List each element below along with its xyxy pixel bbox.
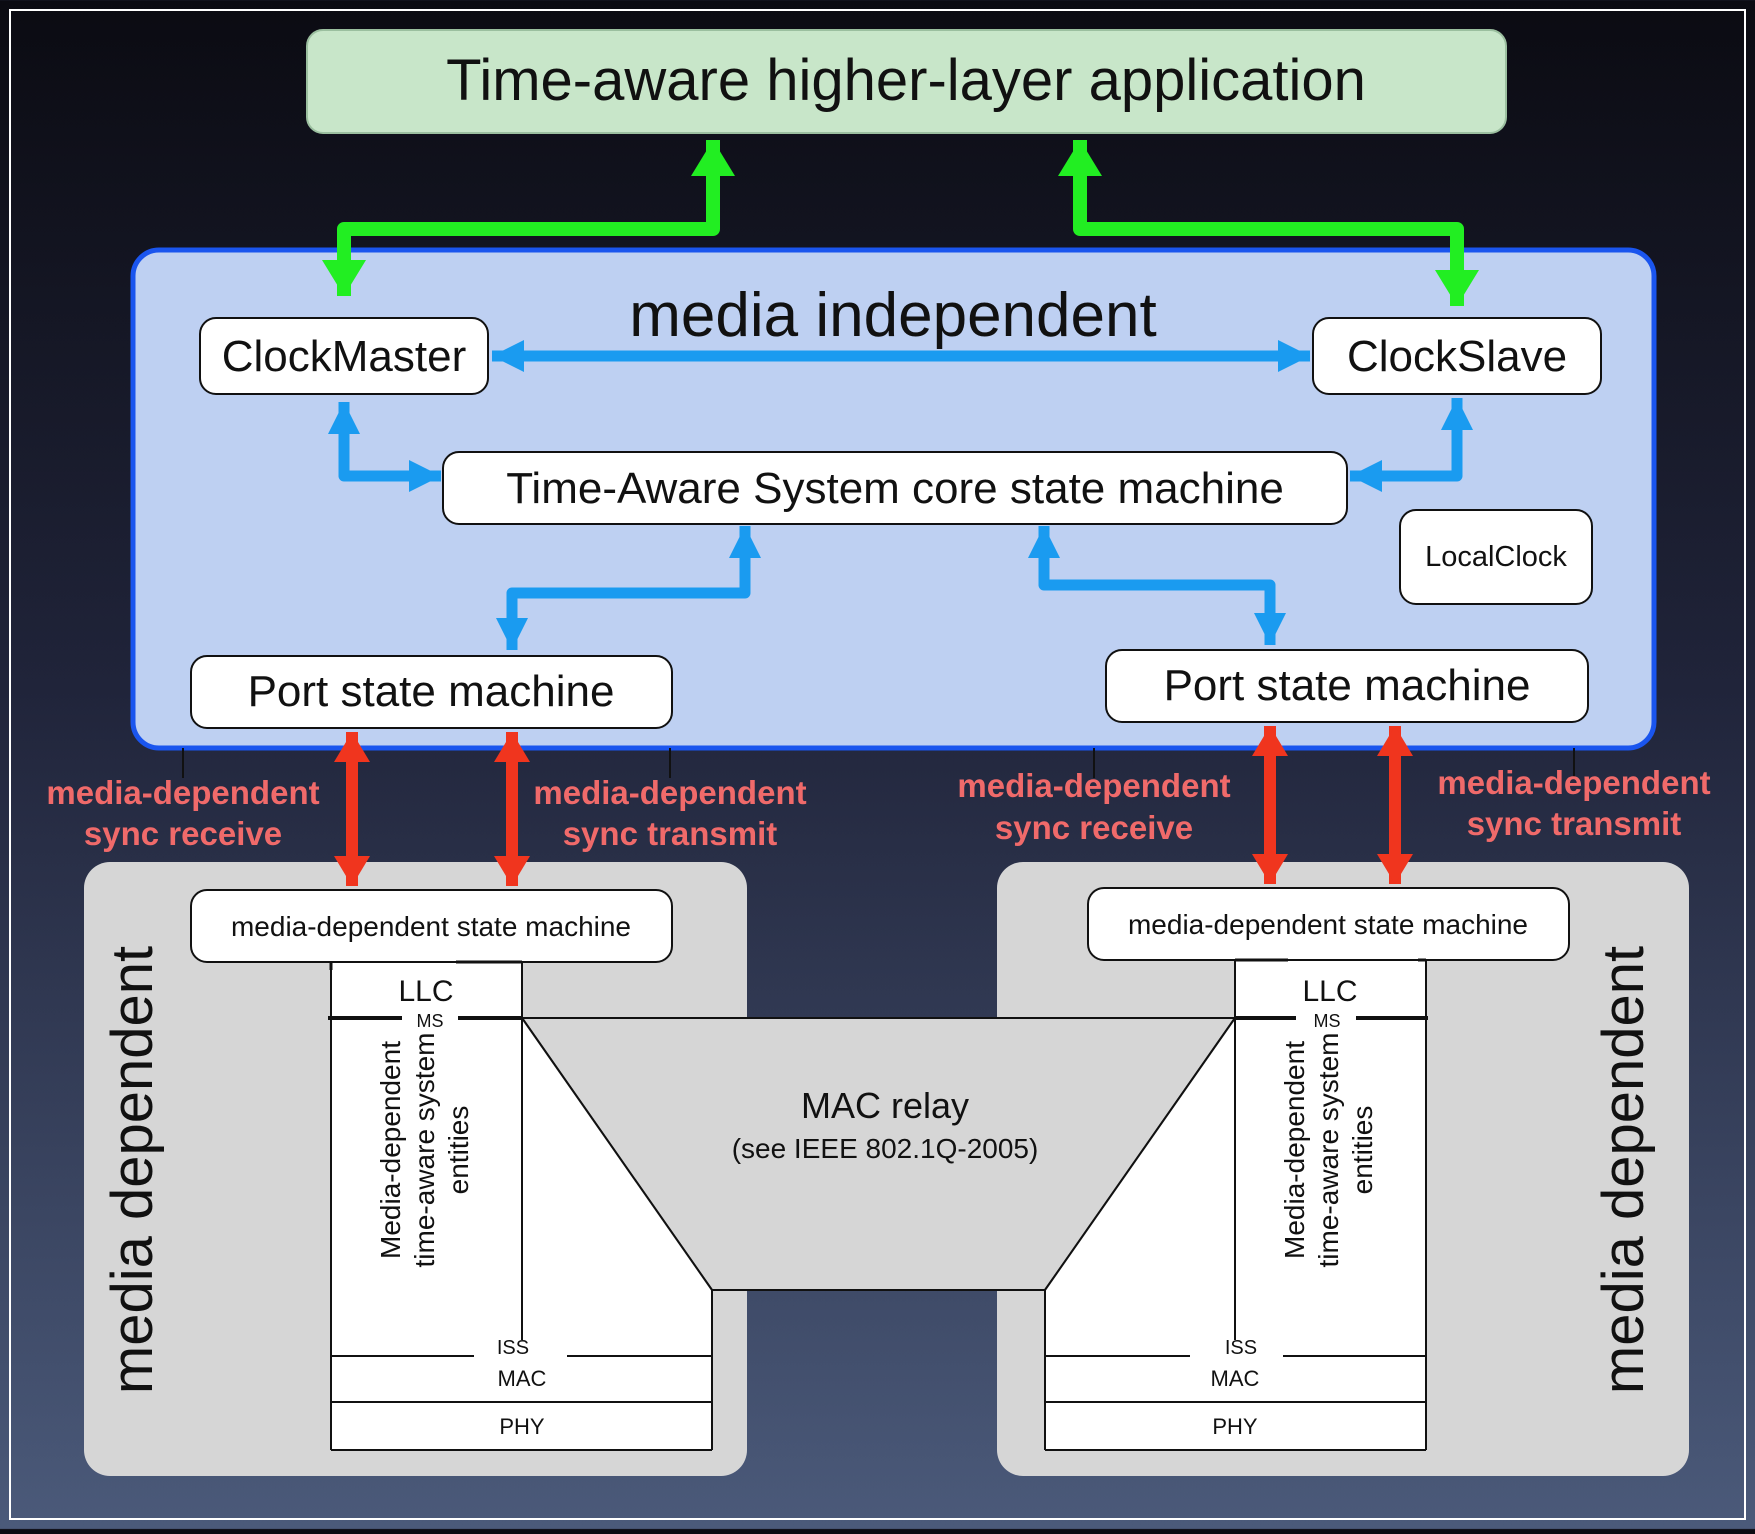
clock-slave-box: ClockSlave (1312, 317, 1602, 395)
svg-text:time-aware system: time-aware system (1313, 1033, 1344, 1268)
svg-text:sync transmit: sync transmit (1467, 805, 1682, 842)
md-state-machine-left-label: media-dependent state machine (231, 911, 631, 942)
sync-label-right-receive: media-dependent sync receive (957, 767, 1230, 846)
svg-text:sync receive: sync receive (995, 809, 1193, 846)
svg-text:sync receive: sync receive (84, 815, 282, 852)
green-arrows (322, 140, 1479, 306)
md-state-machine-right-box: media-dependent state machine (1087, 887, 1570, 961)
blue-arrows (328, 340, 1473, 650)
svg-text:entities: entities (443, 1106, 474, 1195)
svg-text:media-dependent: media-dependent (533, 774, 806, 811)
svg-text:media-dependent: media-dependent (957, 767, 1230, 804)
local-clock-label: LocalClock (1425, 541, 1567, 573)
mac-relay-title: MAC relay (801, 1085, 969, 1126)
media-dependent-side-label-right: media dependent (1591, 946, 1656, 1394)
llc-label-left: LLC (398, 975, 453, 1008)
core-state-machine-box: Time-Aware System core state machine (442, 451, 1348, 525)
media-independent-title: media independent (629, 281, 1156, 350)
port-state-machine-right-box: Port state machine (1105, 649, 1589, 723)
port-state-machine-left-box: Port state machine (190, 655, 673, 729)
svg-text:Media-dependent: Media-dependent (375, 1041, 406, 1259)
media-dependent-side-label-left: media dependent (100, 946, 165, 1394)
blue-arrow-master-core (328, 402, 441, 492)
port-state-machine-left-label: Port state machine (248, 667, 615, 716)
mac-relay-subtitle: (see IEEE 802.1Q-2005) (732, 1133, 1039, 1164)
local-clock-box: LocalClock (1399, 509, 1593, 605)
clock-master-label: ClockMaster (222, 332, 467, 381)
left-protocol-stack (328, 957, 713, 1451)
phy-label-left: PHY (499, 1414, 545, 1439)
svg-text:entities: entities (1347, 1106, 1378, 1195)
svg-text:media-dependent: media-dependent (46, 774, 319, 811)
entities-label-left: Media-dependent time-aware system entiti… (375, 1033, 474, 1268)
core-state-machine-label: Time-Aware System core state machine (506, 464, 1284, 513)
svg-text:Media-dependent: Media-dependent (1279, 1041, 1310, 1259)
right-protocol-stack (1044, 957, 1428, 1451)
higher-layer-application-label: Time-aware higher-layer application (446, 48, 1366, 113)
ms-label-right: MS (1314, 1011, 1341, 1031)
entities-label-right: Media-dependent time-aware system entiti… (1279, 1033, 1378, 1268)
clock-master-box: ClockMaster (199, 317, 489, 395)
svg-text:media-dependent: media-dependent (1437, 764, 1710, 801)
clock-slave-label: ClockSlave (1347, 332, 1567, 381)
port-state-machine-right-label: Port state machine (1164, 661, 1531, 710)
iss-label-right: ISS (1225, 1337, 1257, 1359)
blue-arrow-core-port-left (496, 526, 761, 650)
red-arrows (334, 726, 1413, 886)
md-state-machine-right-label: media-dependent state machine (1128, 909, 1528, 940)
green-arrow-clockmaster-app (322, 140, 735, 296)
mac-label-left: MAC (498, 1366, 547, 1391)
panel-tick-marks (182, 748, 1575, 778)
ms-label-left: MS (417, 1011, 444, 1031)
sync-label-left-transmit: media-dependent sync transmit (533, 774, 806, 852)
mac-label-right: MAC (1211, 1366, 1260, 1391)
md-state-machine-left-box: media-dependent state machine (190, 889, 673, 963)
phy-label-right: PHY (1212, 1414, 1258, 1439)
stack-border-ticks (329, 958, 1426, 970)
blue-arrow-core-port-right (1028, 526, 1286, 645)
svg-text:sync transmit: sync transmit (563, 815, 778, 852)
higher-layer-application-box: Time-aware higher-layer application (306, 29, 1507, 134)
iss-label-left: ISS (497, 1337, 529, 1359)
sync-label-right-transmit: media-dependent sync transmit (1437, 764, 1710, 842)
sync-label-left-receive: media-dependent sync receive (46, 774, 319, 852)
green-arrow-clockslave-app (1058, 140, 1479, 306)
llc-label-right: LLC (1302, 975, 1357, 1008)
outer-frame (9, 9, 1746, 1520)
svg-text:time-aware system: time-aware system (409, 1033, 440, 1268)
blue-arrow-slave-core (1350, 398, 1473, 492)
